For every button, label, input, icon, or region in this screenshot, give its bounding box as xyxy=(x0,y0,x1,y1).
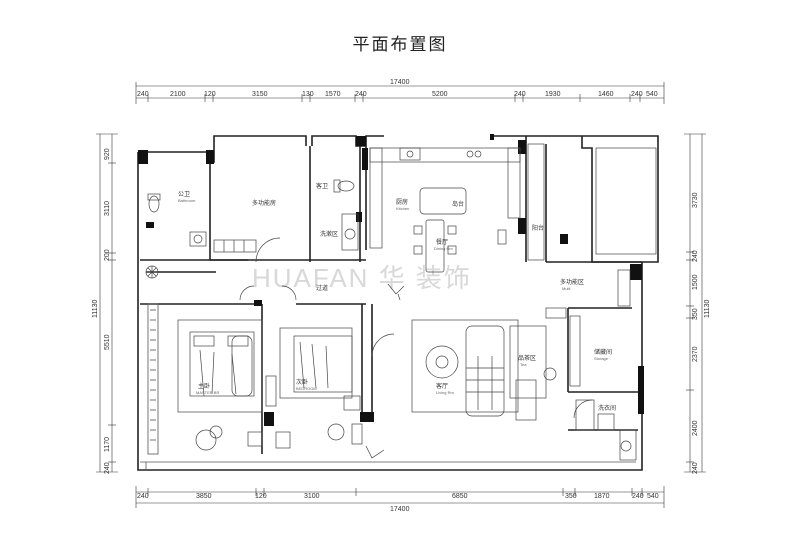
label-living: 客厅 xyxy=(436,382,448,390)
dim-top-seg: 240 xyxy=(514,91,526,98)
label-multi-area-en: Multi xyxy=(562,286,571,291)
label-tea: 品茶区 xyxy=(518,354,536,362)
dim-left-seg: 5510 xyxy=(104,334,111,350)
dim-right-seg: 240 xyxy=(692,250,699,262)
dim-left-seg: 240 xyxy=(104,462,111,474)
dim-top-seg: 540 xyxy=(646,91,658,98)
dim-left-total: 11130 xyxy=(92,299,99,318)
dim-bottom-seg: 120 xyxy=(255,493,267,500)
dim-bottom-seg: 1870 xyxy=(594,493,610,500)
label-bathroom-en: Bathroom xyxy=(178,198,196,203)
label-wash: 洗漱区 xyxy=(320,230,338,238)
dim-bottom-seg: 350 xyxy=(565,493,577,500)
label-corridor: 过道 xyxy=(316,284,328,292)
label-balcony: 阳台 xyxy=(532,224,544,232)
dim-right-seg: 1500 xyxy=(692,274,699,290)
dim-right-seg: 2400 xyxy=(692,420,699,436)
balcony-rail xyxy=(140,303,636,470)
dim-left-seg: 1170 xyxy=(104,437,111,452)
dim-right-seg: 3730 xyxy=(692,192,699,208)
dim-bottom-seg: 240 xyxy=(137,493,149,500)
label-bathroom: 公卫 xyxy=(178,191,190,198)
walls xyxy=(137,135,659,471)
label-kitchen: 厨房 xyxy=(396,198,408,206)
right-dimension-lines xyxy=(684,133,706,473)
dim-bottom-seg: 540 xyxy=(647,493,659,500)
label-second-en: BEDROOM xyxy=(296,386,317,391)
label-living-en: Living Rm xyxy=(436,390,454,395)
label-guest-bath: 客卫 xyxy=(316,182,328,190)
label-master-en: MASTER BR xyxy=(196,390,219,395)
label-dining: 餐厅 xyxy=(436,238,448,246)
label-storage-en: Storage xyxy=(594,356,609,361)
label-tea-en: Tea xyxy=(520,362,527,367)
label-second: 次卧 xyxy=(296,378,308,386)
dim-top-seg: 120 xyxy=(204,91,216,98)
bottom-dimension-lines xyxy=(135,486,665,508)
dim-right-seg: 350 xyxy=(692,308,699,320)
label-dining-en: Dining Rm xyxy=(434,246,453,251)
label-multi-area: 多功能区 xyxy=(560,278,584,286)
page-title: 平面布置图 xyxy=(352,35,448,55)
dim-top-total: 17400 xyxy=(390,79,410,86)
dim-bottom-total: 17400 xyxy=(390,506,410,513)
dim-left-seg: 3110 xyxy=(104,201,111,216)
dim-top-seg: 130 xyxy=(302,91,314,98)
dim-bottom-seg: 6850 xyxy=(452,493,468,500)
dim-top-seg: 240 xyxy=(631,91,643,98)
dim-top-seg: 240 xyxy=(355,91,367,98)
dim-top-seg: 240 xyxy=(137,91,149,98)
dim-right-total: 11130 xyxy=(704,299,711,318)
dim-top-seg: 1570 xyxy=(325,91,341,98)
label-storage: 储藏间 xyxy=(594,348,612,356)
top-dimension-lines xyxy=(135,82,665,104)
dim-right-seg: 2370 xyxy=(692,346,699,362)
solid-wall-pieces xyxy=(138,134,644,426)
label-kitchen-en: Kitchen xyxy=(396,206,409,211)
watermark: HUAFAN 华 装饰 xyxy=(252,263,472,293)
dim-top-seg: 3150 xyxy=(252,91,268,98)
label-laundry: 洗衣间 xyxy=(598,404,616,412)
label-multi-room: 多功能房 xyxy=(252,199,276,207)
furniture xyxy=(145,143,657,461)
label-island: 岛台 xyxy=(452,200,464,208)
dim-top-seg: 1930 xyxy=(545,91,561,98)
dim-bottom-seg: 3100 xyxy=(304,493,320,500)
dim-bottom-seg: 3850 xyxy=(196,493,212,500)
dim-left-seg: 920 xyxy=(104,148,111,160)
dim-left-seg: 200 xyxy=(104,249,111,261)
dim-bottom-seg: 240 xyxy=(632,493,644,500)
dim-top-seg: 1460 xyxy=(598,91,614,98)
left-dimension-lines xyxy=(96,133,118,473)
dim-top-seg: 5200 xyxy=(432,91,448,98)
dim-top-seg: 2100 xyxy=(170,91,186,98)
dim-right-seg: 240 xyxy=(692,462,699,474)
label-master: 主卧 xyxy=(198,382,210,390)
